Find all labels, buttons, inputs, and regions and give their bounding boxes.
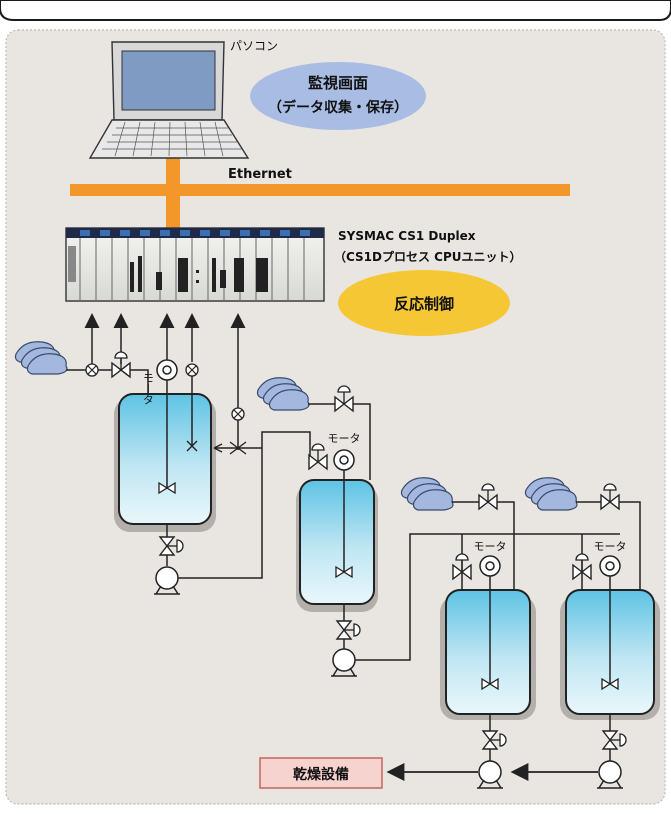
motor-icon <box>479 555 501 577</box>
dryer-box <box>259 757 383 789</box>
dryer-label: 乾燥設備 <box>293 766 349 783</box>
reactor-tank-4 <box>560 572 660 720</box>
motor-icon <box>156 359 178 381</box>
plc-label-line1: SYSMAC CS1 Duplex <box>338 229 476 243</box>
plc-rack-icon <box>65 227 325 302</box>
sensor-icon <box>231 407 245 421</box>
control-bubble-label: 反応制御 <box>394 295 454 313</box>
control-bubble <box>338 270 510 336</box>
ethernet-bus <box>70 158 570 230</box>
motor-icon <box>333 449 355 471</box>
motor-label-4: モータ <box>594 540 627 553</box>
monitor-bubble-line2: （データ収集・保存） <box>268 99 408 116</box>
motor-label-3: モータ <box>474 540 507 553</box>
sensor-icon <box>85 363 99 377</box>
plc-label-line2: （CS1Dプロセス CPUユニット） <box>334 249 522 264</box>
motor-label-2: モータ <box>328 432 361 445</box>
monitor-bubble-line1: 監視画面 <box>308 74 368 92</box>
pc-label: パソコン <box>230 39 278 53</box>
monitor-bubble <box>250 62 426 130</box>
reactor-tank-2 <box>296 470 378 612</box>
network-label: Ethernet <box>228 167 292 182</box>
reactor-tank-1 <box>114 366 216 532</box>
motor-icon <box>599 555 621 577</box>
pc-icon <box>88 41 250 159</box>
signal-lines <box>84 313 246 410</box>
sensor-icon <box>185 363 199 377</box>
reactor-tank-3 <box>440 572 536 720</box>
header-tab <box>0 0 671 21</box>
